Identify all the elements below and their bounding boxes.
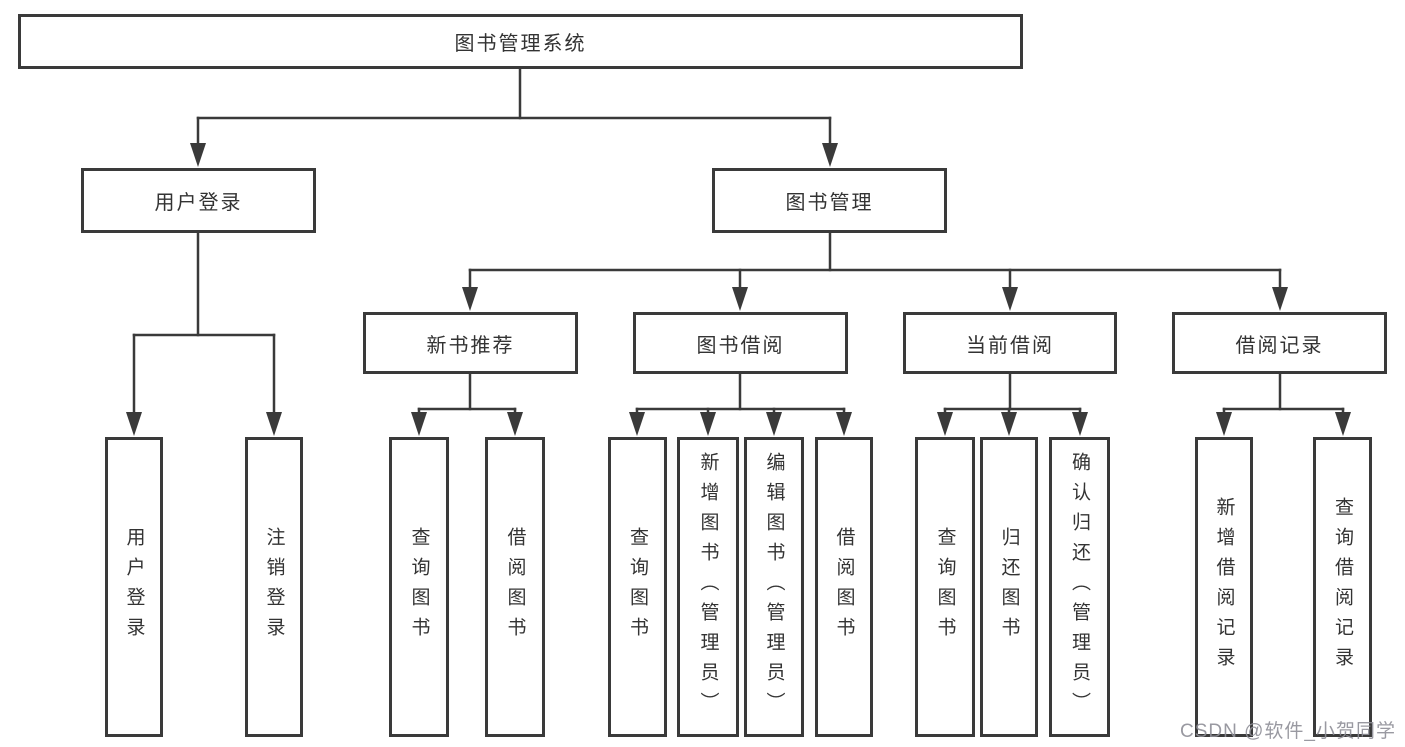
leaf-query-borrow-record: 查询借阅记录 <box>1313 437 1372 737</box>
node-label: 借阅记录 <box>1235 334 1324 357</box>
node-book-borrow: 图书借阅 <box>633 312 848 374</box>
node-label: 用户登录 <box>123 527 145 647</box>
node-label: 查询图书 <box>627 527 648 647</box>
leaf-borrow-books: 借阅图书 <box>815 437 873 737</box>
node-current-borrow: 当前借阅 <box>903 312 1117 374</box>
connector-new-book-recommend-to-leaves <box>411 372 523 436</box>
node-label: 当前借阅 <box>966 334 1054 357</box>
node-label: 查询图书 <box>408 527 430 647</box>
node-label: 编辑图书（管理员） <box>763 452 785 722</box>
leaf-query-books-recommend: 查询图书 <box>389 437 449 737</box>
node-user-login: 用户登录 <box>81 168 316 233</box>
node-label: 查询图书 <box>934 527 956 647</box>
node-label: 图书借阅 <box>696 334 785 357</box>
node-book-management: 图书管理 <box>712 168 947 233</box>
leaf-logout: 注销登录 <box>245 437 303 737</box>
node-label: 图书管理系统 <box>454 33 587 55</box>
node-borrow-records: 借阅记录 <box>1172 312 1387 374</box>
node-label: 注销登录 <box>263 527 285 647</box>
node-label: 借阅图书 <box>833 527 855 647</box>
node-label: 新增图书（管理员） <box>697 452 719 722</box>
node-label: 查询借阅记录 <box>1332 497 1353 677</box>
leaf-edit-book-admin: 编辑图书（管理员） <box>744 437 804 737</box>
connector-root-to-level2 <box>190 67 838 167</box>
leaf-add-borrow-record: 新增借阅记录 <box>1195 437 1253 737</box>
connector-borrow-records-to-leaves <box>1216 372 1351 436</box>
leaf-confirm-return-admin: 确认归还（管理员） <box>1049 437 1110 737</box>
node-label: 图书管理 <box>785 192 874 214</box>
node-label: 借阅图书 <box>504 527 526 647</box>
connector-book-mgmt-to-level3 <box>462 231 1288 311</box>
node-label: 新书推荐 <box>426 334 515 357</box>
node-label: 用户登录 <box>154 192 243 214</box>
leaf-borrow-books-recommend: 借阅图书 <box>485 437 545 737</box>
leaf-query-books-borrow: 查询图书 <box>608 437 667 737</box>
node-label: 归还图书 <box>998 527 1020 647</box>
leaf-query-books-current: 查询图书 <box>915 437 975 737</box>
node-library-management-system: 图书管理系统 <box>18 14 1023 69</box>
connector-current-borrow-to-leaves <box>937 372 1088 436</box>
node-new-book-recommend: 新书推荐 <box>363 312 578 374</box>
leaf-user-login: 用户登录 <box>105 437 163 737</box>
connector-user-login-to-leaves <box>126 231 282 436</box>
node-label: 新增借阅记录 <box>1213 497 1235 677</box>
csdn-watermark: CSDN @软件_小贺同学 <box>1180 721 1396 742</box>
leaf-add-book-admin: 新增图书（管理员） <box>677 437 739 737</box>
leaf-return-books: 归还图书 <box>980 437 1038 737</box>
node-label: 确认归还（管理员） <box>1069 452 1090 722</box>
connector-book-borrow-to-leaves <box>629 372 852 436</box>
